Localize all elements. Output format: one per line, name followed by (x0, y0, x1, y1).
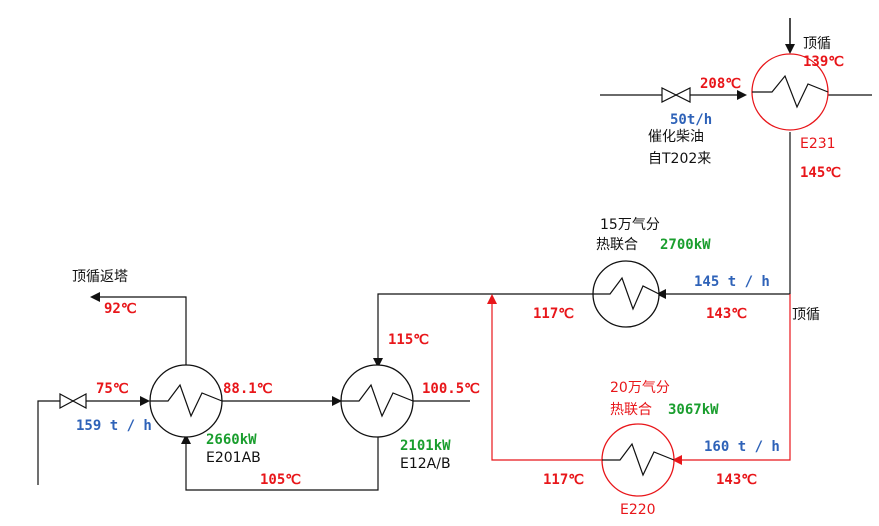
temp-139: 139℃ (803, 54, 844, 70)
e220-return-line (487, 294, 602, 461)
e201-exchanger (149, 364, 223, 438)
e220-title-line1: 20万气分 (610, 380, 670, 396)
e15-title-line1: 15万气分 (600, 217, 660, 233)
e220-branch-line (672, 294, 791, 465)
e220-exchanger (601, 423, 675, 497)
temp-143-lower: 143℃ (716, 472, 757, 488)
return-line (90, 292, 187, 366)
return-label: 顶循返塔 (72, 269, 128, 285)
e201-tag: E201AB (206, 450, 261, 466)
cold-feed-line (37, 396, 150, 485)
e12-tag: E12A/B (400, 456, 451, 472)
temp-115: 115℃ (388, 332, 429, 348)
temp-117-lower: 117℃ (543, 472, 584, 488)
e15-exchanger (592, 260, 660, 328)
diesel-label-line1: 催化柴油 (648, 129, 704, 145)
temp-143-upper: 143℃ (706, 306, 747, 322)
temp-105: 105℃ (260, 472, 301, 488)
temp-208: 208℃ (700, 76, 741, 92)
e220-duty: 3067kW (668, 402, 719, 418)
flow-160: 160 t / h (704, 439, 780, 455)
e15-to-e12-line (373, 293, 594, 368)
diesel-valve (661, 87, 691, 103)
diesel-label-line2: 自T202来 (648, 151, 711, 167)
top-cycle-right-label: 顶循 (792, 307, 820, 323)
temp-145-e231: 145℃ (800, 165, 841, 181)
temp-117-upper: 117℃ (533, 306, 574, 322)
flow-145: 145 t / h (694, 274, 770, 290)
e220-tag: E220 (620, 502, 656, 518)
temp-88: 88.1℃ (223, 381, 273, 397)
temp-92: 92℃ (104, 301, 137, 317)
e12-to-e201-line (181, 434, 379, 491)
e220-title-line2: 热联合 (610, 402, 652, 418)
e231-exchanger (751, 53, 829, 131)
e201-duty: 2660kW (206, 432, 257, 448)
e12-exchanger (340, 364, 414, 438)
temp-100: 100.5℃ (422, 381, 480, 397)
cold-feed-valve (59, 392, 87, 410)
flow-50: 50t/h (670, 112, 712, 128)
flow-159: 159 t / h (76, 418, 152, 434)
e15-title-line2: 热联合 (596, 237, 638, 253)
e15-duty: 2700kW (660, 237, 711, 253)
top-cycle-in-label: 顶循 (803, 36, 831, 52)
e231-tag: E231 (800, 136, 836, 152)
temp-75: 75℃ (96, 381, 129, 397)
e12-duty: 2101kW (400, 438, 451, 454)
